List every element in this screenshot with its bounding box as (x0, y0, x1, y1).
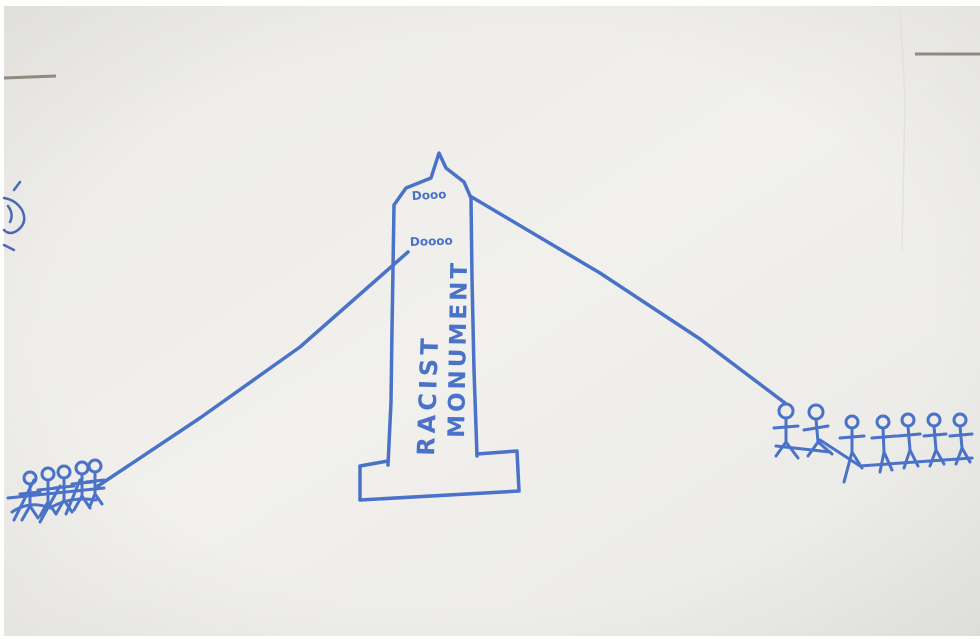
label-racist: RACIST (412, 334, 444, 456)
label-monument: MONUMENT (444, 260, 473, 438)
scribble-top: Dooo (411, 187, 446, 203)
paper-fold-left (4, 76, 56, 78)
scribble-middle: Doooo (410, 234, 453, 249)
